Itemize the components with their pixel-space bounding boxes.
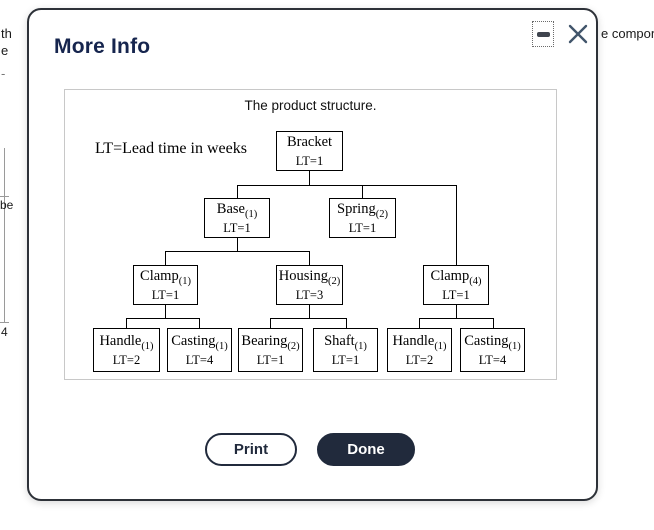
- background-text-fragment: -: [1, 66, 6, 81]
- background-text-fragment: 4: [1, 325, 8, 339]
- diagram-caption: The product structure.: [244, 98, 377, 113]
- tree-node-bracket: Bracket LT=1: [276, 131, 343, 171]
- tree-connector: [270, 318, 271, 328]
- print-button[interactable]: Print: [205, 433, 297, 466]
- tree-connector: [237, 185, 238, 198]
- tree-connector: [126, 318, 200, 319]
- minimize-dash: [536, 31, 550, 37]
- tree-node-housing: Housing(2) LT=3: [276, 265, 343, 305]
- tree-connector: [309, 251, 310, 265]
- background-text-fragment: be: [0, 198, 14, 212]
- background-text-fragment: e: [1, 43, 9, 58]
- tree-connector: [165, 305, 166, 318]
- close-icon[interactable]: [567, 23, 589, 45]
- tree-connector: [346, 318, 347, 328]
- tree-connector: [419, 318, 494, 319]
- tree-node-spring: Spring(2) LT=1: [329, 198, 396, 238]
- background-table-gridline: [0, 196, 9, 197]
- tree-connector: [309, 171, 310, 185]
- background-table-gridline: [4, 148, 5, 322]
- product-structure-diagram: The product structure. LT=Lead time in w…: [64, 89, 557, 380]
- tree-node-bearing: Bearing(2) LT=1: [238, 328, 303, 372]
- dialog-title: More Info: [54, 35, 151, 58]
- done-button[interactable]: Done: [317, 433, 415, 466]
- more-info-dialog: More Info The product structure. LT=Lead…: [27, 8, 598, 501]
- tree-connector: [199, 318, 200, 328]
- tree-connector: [362, 185, 363, 198]
- tree-node-handle-right: Handle(1) LT=2: [387, 328, 452, 372]
- tree-connector: [237, 185, 457, 186]
- tree-node-casting-right: Casting(1) LT=4: [460, 328, 525, 372]
- background-text-fragment: e compon: [601, 26, 654, 41]
- tree-node-shaft: Shaft(1) LT=1: [313, 328, 378, 372]
- tree-connector: [456, 185, 457, 265]
- tree-node-clamp-4: Clamp(4) LT=1: [423, 265, 489, 305]
- tree-node-handle-left: Handle(1) LT=2: [93, 328, 160, 372]
- tree-connector: [493, 318, 494, 328]
- background-text-fragment: th: [1, 26, 12, 41]
- tree-connector: [165, 251, 166, 265]
- tree-node-casting-left: Casting(1) LT=4: [167, 328, 232, 372]
- tree-connector: [309, 305, 310, 318]
- tree-connector: [270, 318, 347, 319]
- tree-connector: [456, 305, 457, 318]
- background-table-gridline: [0, 322, 9, 323]
- tree-connector: [237, 238, 238, 251]
- tree-node-clamp-1: Clamp(1) LT=1: [133, 265, 198, 305]
- tree-node-base: Base(1) LT=1: [204, 198, 270, 238]
- minimize-icon[interactable]: [532, 21, 554, 47]
- tree-connector: [165, 251, 310, 252]
- tree-connector: [126, 318, 127, 328]
- lead-time-legend: LT=Lead time in weeks: [95, 140, 247, 157]
- tree-connector: [419, 318, 420, 328]
